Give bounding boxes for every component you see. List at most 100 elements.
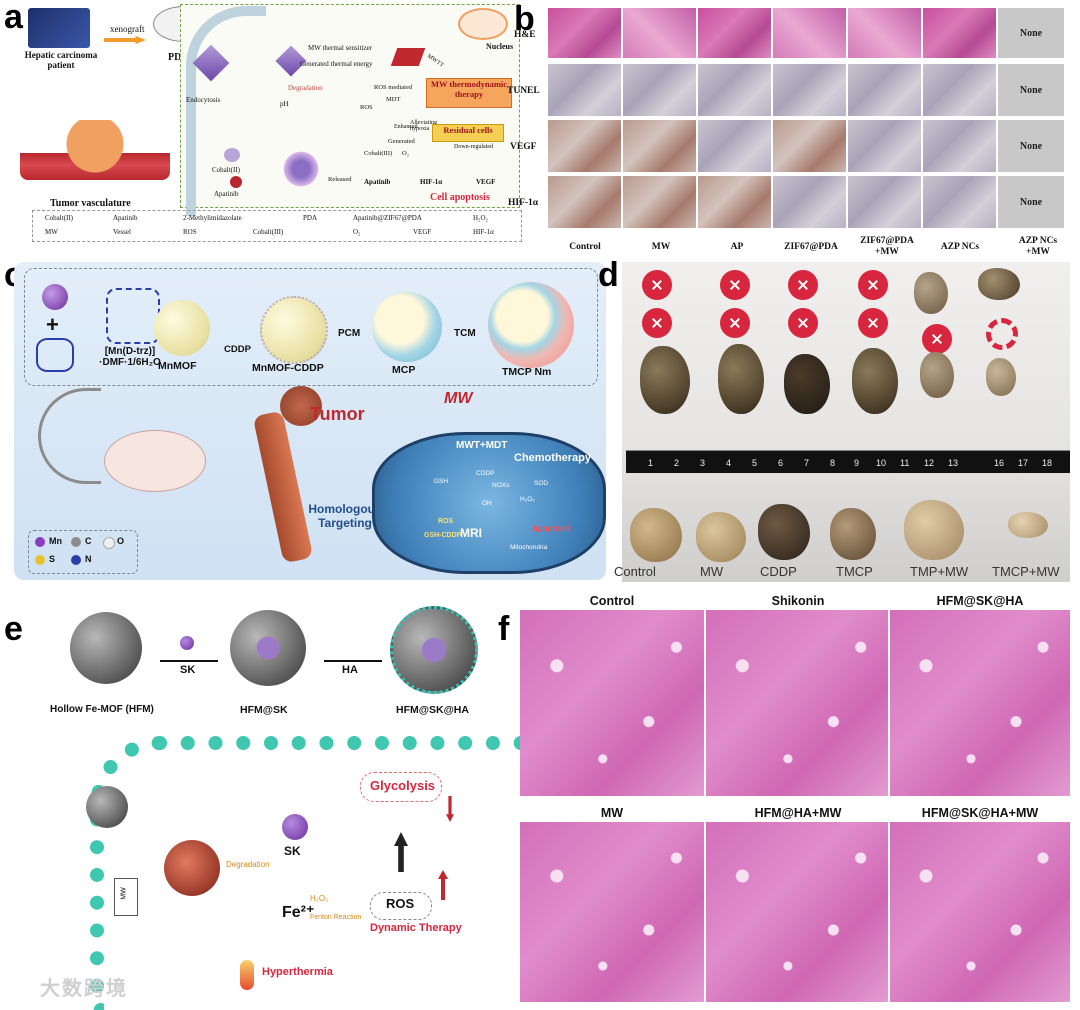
- vegf-tile: [698, 120, 771, 172]
- tunel-tile: [773, 64, 846, 116]
- n-dot: [71, 555, 81, 565]
- legend-item: H₂O₂: [473, 214, 488, 222]
- legend-item: Cobalt(II): [45, 214, 73, 222]
- ruler-mark: 16: [994, 458, 1004, 468]
- tumor-sample: [920, 352, 954, 398]
- o2-label: O₂: [402, 150, 409, 157]
- tunel-tile: [848, 64, 921, 116]
- no-tumor-marker: ⨯: [642, 308, 672, 338]
- he-image: [890, 822, 1070, 1002]
- cddp-label: CDDP: [224, 344, 251, 355]
- mw-label: MW: [444, 390, 472, 408]
- thermal-energy-label: Generated thermal energy: [300, 60, 373, 68]
- s-dot: [35, 555, 45, 565]
- mdt-label: MDT: [386, 96, 400, 103]
- group-label: TMP+MW: [910, 564, 968, 579]
- apoptosis-label: Apoptosis: [532, 524, 571, 533]
- panel-d-photo: ⨯ ⨯ ⨯ ⨯ ⨯ ⨯ ⨯ ⨯ ⨯ 1 2 3 4 5 6 7 8 9 10 1…: [622, 262, 1070, 582]
- mw-sensitizer-label: MW thermal sensitizer: [308, 44, 372, 52]
- nucleus-label: Nucleus: [486, 42, 513, 51]
- group-label: MW: [700, 564, 723, 579]
- panel-f-label: f: [498, 612, 509, 646]
- vegf-tile: [623, 120, 696, 172]
- mnmof-cddp-label: MnMOF-CDDP: [252, 362, 324, 374]
- hfm-sphere: [70, 612, 142, 684]
- dynamic-therapy-label: Dynamic Therapy: [370, 922, 462, 934]
- generated-label: Generated: [388, 138, 415, 145]
- legend-item: ROS: [183, 228, 197, 236]
- he-tile: [848, 8, 921, 58]
- he-image: [706, 610, 888, 796]
- panel-a: Hepatic carcinoma patient xenograft PDX …: [18, 0, 520, 240]
- legend-item: 2-Methylimidazolate: [183, 214, 242, 222]
- oh-label: OH: [482, 500, 492, 507]
- apatinib-icon: [230, 176, 242, 188]
- hif-tile: [923, 176, 996, 228]
- hfm-label: Hollow Fe-MOF (HFM): [50, 704, 154, 715]
- legend-c: C: [85, 536, 92, 546]
- f-title: HFM@SK@HA: [888, 594, 1072, 608]
- legend-item: Apatinib@ZIF67@PDA: [353, 214, 422, 222]
- ruler-mark: 6: [778, 458, 783, 468]
- hfm-sk-ha-sphere: [390, 606, 478, 694]
- f-title: Shikonin: [706, 594, 890, 608]
- legend-item: PDA: [303, 214, 317, 222]
- ruler-mark: 12: [924, 458, 934, 468]
- ruler-mark: 1: [648, 458, 653, 468]
- f-title: Control: [520, 594, 704, 608]
- watermark: 大数跨境: [40, 972, 128, 1001]
- ros-mediated-label: ROS mediated: [374, 84, 412, 91]
- he-image: [520, 822, 704, 1002]
- row-label-vegf: VEGF: [510, 142, 536, 152]
- tmcp-label: TMCP Nm: [502, 366, 551, 378]
- f-title: MW: [520, 806, 704, 820]
- ruler-mark: 2: [674, 458, 679, 468]
- pcm-label: PCM: [338, 328, 360, 339]
- cddp-cell-label: CDDP: [476, 470, 494, 477]
- ruler-mark: 17: [1018, 458, 1028, 468]
- ruler-mark: 8: [830, 458, 835, 468]
- particle-outside: [86, 786, 128, 828]
- tunel-tile: [548, 64, 621, 116]
- tumor-sample: [630, 508, 682, 562]
- tumor-sample: [914, 272, 948, 314]
- mcp-particle: [372, 292, 442, 362]
- he-tile: [623, 8, 696, 58]
- hif-tile: [623, 176, 696, 228]
- tunel-tile: [623, 64, 696, 116]
- no-tumor-marker: ⨯: [720, 308, 750, 338]
- released-label: Released: [328, 176, 351, 183]
- tumor-label: Tumor: [310, 404, 365, 425]
- f-title: HFM@SK@HA+MW: [888, 806, 1072, 820]
- he-image: [890, 610, 1070, 796]
- cobalt-ii-icon: [224, 148, 240, 162]
- mitochondria-label: Mitochondria: [510, 544, 547, 551]
- hif-tile: [698, 176, 771, 228]
- tcm-label: TCM: [454, 328, 476, 339]
- ha-arrow: [324, 660, 382, 662]
- no-tumor-marker: ⨯: [858, 270, 888, 300]
- hfm-sk-sphere: [230, 610, 306, 686]
- tumor-sample: [852, 348, 898, 414]
- no-tumor-marker: ⨯: [720, 270, 750, 300]
- tumor-vasculature-image: [20, 120, 170, 180]
- no-tumor-marker: ⨯: [922, 324, 952, 354]
- legend-n: N: [85, 554, 92, 564]
- h2o2-label: H₂O₂: [520, 496, 535, 503]
- tmcp-particle: [488, 282, 574, 368]
- nucleus-icon: [458, 8, 508, 40]
- ruler-mark: 7: [804, 458, 809, 468]
- hyperthermia-label: Hyperthermia: [262, 966, 333, 978]
- group-label: TMCP: [836, 564, 873, 579]
- tumor-sample: [696, 512, 746, 562]
- panel-c: + [Mn(D-trz)] ·DMF·1/6H₂O MnMOF CDDP MnM…: [14, 262, 606, 580]
- he-tile: [698, 8, 771, 58]
- col-label: Control: [560, 242, 610, 253]
- legend-item: Cobalt(III): [253, 228, 283, 236]
- sk-arrow: [160, 660, 218, 662]
- sk-dot: [180, 636, 194, 650]
- c-dot: [71, 537, 81, 547]
- row-label-he: H&E: [514, 30, 536, 40]
- chemotherapy-label: Chemotherapy: [514, 452, 591, 464]
- none-cell: None: [998, 8, 1064, 58]
